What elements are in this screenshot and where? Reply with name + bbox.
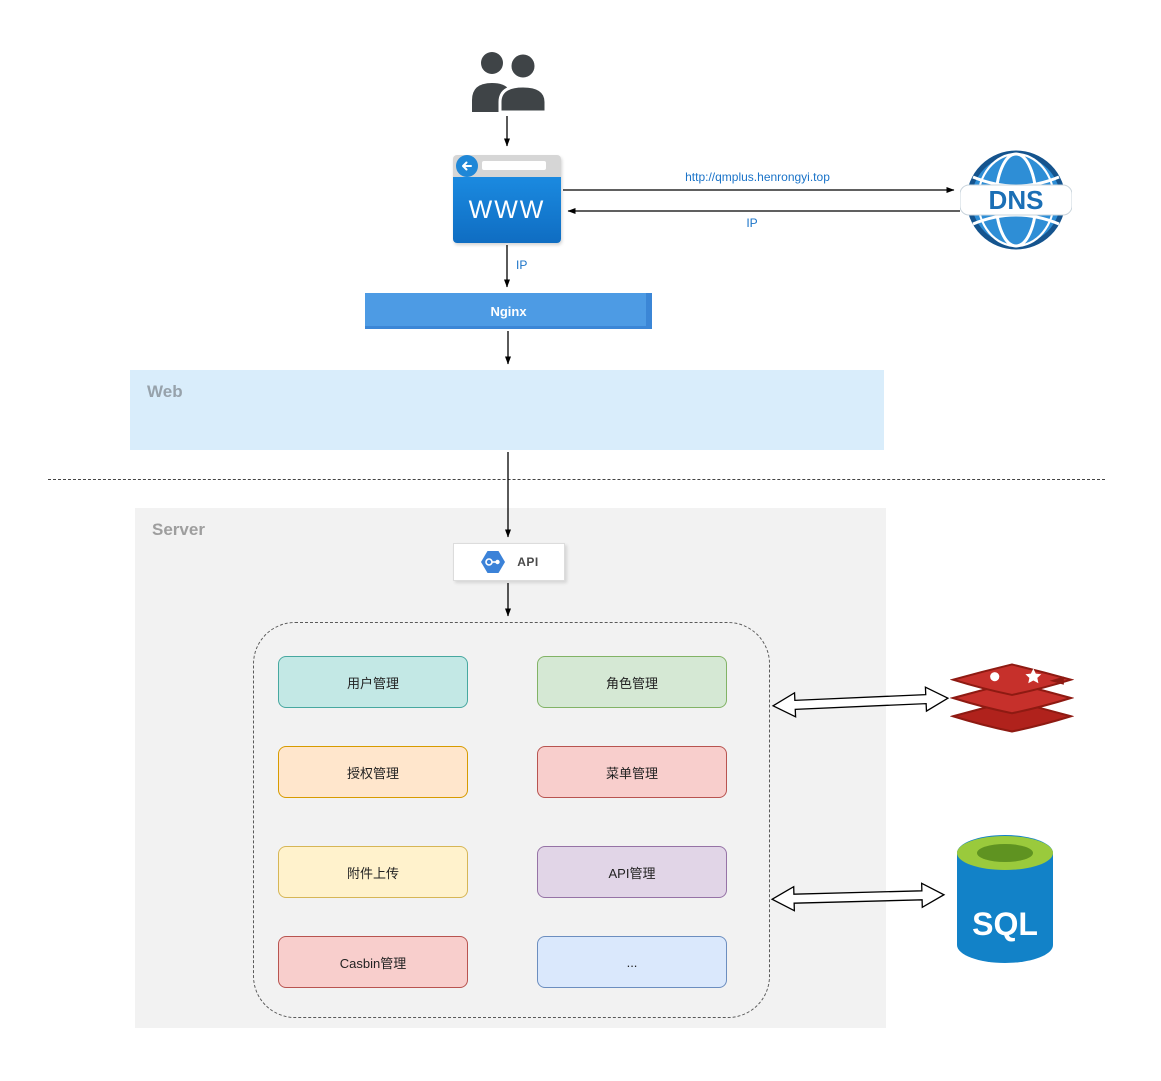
server-zone-label: Server: [152, 520, 205, 539]
module-role-management: 角色管理: [537, 656, 727, 708]
browser-label: WWW: [468, 195, 546, 224]
users-icon: [472, 51, 548, 114]
module-user-management: 用户管理: [278, 656, 468, 708]
modules-container: 用户管理 角色管理 授权管理 菜单管理 附件上传 API管理 Casbin管理 …: [253, 622, 770, 1018]
nginx-shade-bottom: [365, 326, 652, 329]
module-auth-management: 授权管理: [278, 746, 468, 798]
browser-address-bar: [482, 161, 546, 170]
dns-globe-icon: DNS: [960, 150, 1072, 250]
dns-label: DNS: [989, 185, 1044, 215]
module-casbin-management: Casbin管理: [278, 936, 468, 988]
web-zone: Web: [130, 370, 884, 450]
back-arrow-icon: [456, 155, 478, 177]
api-hexagon-icon: [481, 551, 506, 573]
edge-label-browser-nginx-ip: IP: [516, 258, 528, 272]
sql-database-icon: SQL: [957, 835, 1053, 963]
module-menu-management: 菜单管理: [537, 746, 727, 798]
browser-body: WWW: [453, 177, 561, 243]
web-server-divider: [48, 479, 1105, 480]
module-attachment-upload: 附件上传: [278, 846, 468, 898]
api-label: API: [517, 555, 539, 569]
nginx-shade-right: [646, 293, 652, 329]
module-more: ...: [537, 936, 727, 988]
sql-label: SQL: [972, 906, 1038, 942]
edge-label-dns-request-url: http://qmplus.henrongyi.top: [685, 170, 830, 184]
api-node: API: [453, 543, 565, 581]
nginx-node: Nginx: [365, 293, 652, 329]
nginx-label: Nginx: [490, 303, 527, 319]
browser-node: WWW: [453, 155, 561, 243]
module-api-management: API管理: [537, 846, 727, 898]
edge-label-dns-response-ip: IP: [746, 216, 758, 230]
web-zone-label: Web: [147, 382, 183, 401]
server-zone: Server: [135, 508, 886, 1028]
redis-icon: [950, 663, 1074, 733]
